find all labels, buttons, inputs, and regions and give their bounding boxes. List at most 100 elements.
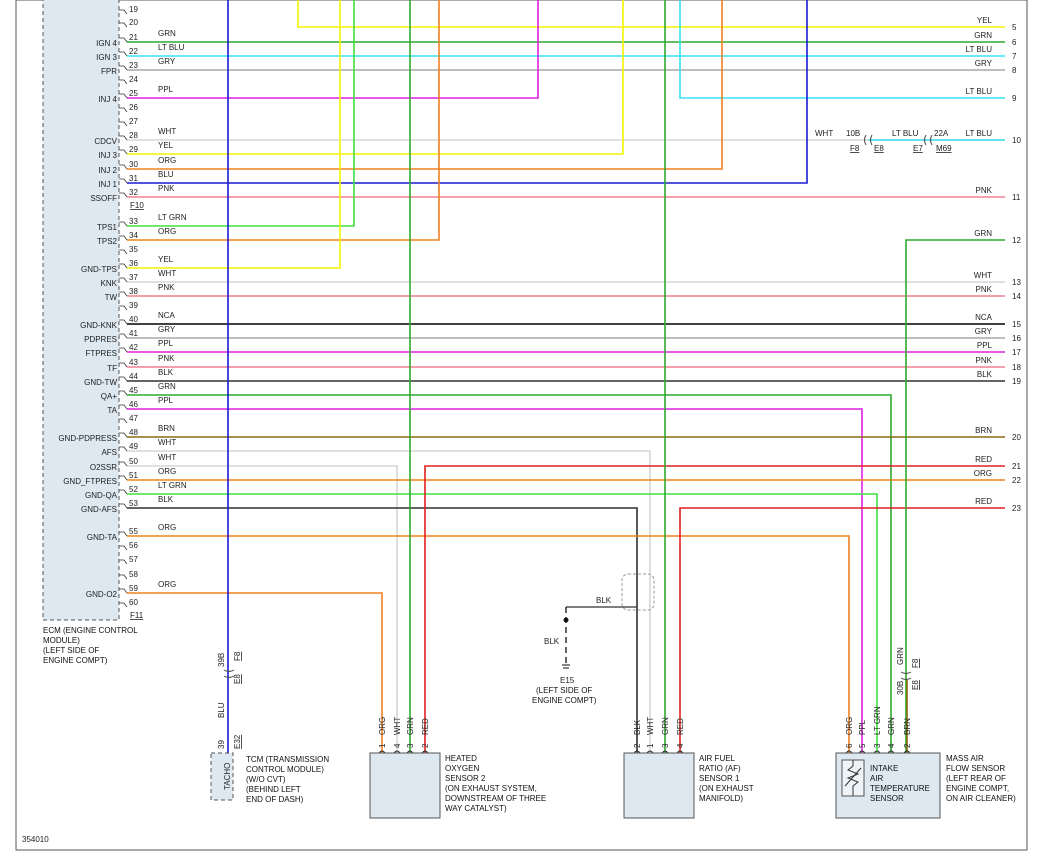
maf-label: MASS AIR FLOW SENSOR (LEFT REAR OF ENGIN…: [946, 754, 1016, 803]
ecm-wire-color: NCA: [158, 311, 176, 320]
ecm-wire-color: BLK: [158, 368, 174, 377]
ecm-pin-number: 52: [129, 485, 138, 494]
wire-row9-ltblu: [679, 0, 1005, 99]
ecm-wire-color: ORG: [158, 523, 176, 532]
right-ref-number: 19: [1012, 377, 1021, 386]
ecm-pin-name: GND-PDPRESS: [58, 434, 117, 443]
ecm-pin-number: 49: [129, 442, 138, 451]
ecm-pin-24: 24: [119, 75, 138, 85]
right-ref-number: 14: [1012, 292, 1021, 301]
ecm-pin-name: GND-TW: [84, 378, 117, 387]
pin-wire-color: GRN: [661, 717, 670, 735]
right-ref-number: 8: [1012, 66, 1017, 75]
ecm-pin-name: QA+: [101, 392, 118, 401]
ecm-pin-name: AFS: [101, 448, 117, 457]
hos2-label: HEATED OXYGEN SENSOR 2 (ON EXHAUST SYSTE…: [445, 754, 548, 813]
ecm-wire-color: WHT: [158, 127, 176, 136]
right-wire-color: GRY: [975, 327, 993, 336]
wire-ta: [127, 408, 863, 753]
pin-number: 4: [676, 743, 685, 748]
ecm-wire-color: PPL: [158, 85, 174, 94]
ecm-pin-number: 20: [129, 18, 138, 27]
ecm-pin-56: 56: [119, 541, 138, 551]
ecm-wire-color: ORG: [158, 227, 176, 236]
ecm-pin-name: INJ 1: [98, 180, 117, 189]
ecm-pin-60: 60: [119, 598, 138, 608]
right-label-22: ORG 22: [974, 469, 1022, 485]
wire-gnd-tps: [127, 0, 341, 269]
ecm-wire-color: GRY: [158, 57, 176, 66]
pin-wire-color: ORG: [378, 717, 387, 735]
ecm-pin-number: 48: [129, 428, 138, 437]
pin-wire-color: WHT: [393, 717, 402, 735]
svg-text:10B: 10B: [846, 129, 860, 138]
ecm-pin-name: KNK: [101, 279, 118, 288]
wire-o2ssr: [127, 465, 398, 753]
ecm-pin-number: 57: [129, 555, 138, 564]
ecm-wire-color: GRY: [158, 325, 176, 334]
ecm-wire-color: PNK: [158, 354, 175, 363]
ecm-pin-number: 53: [129, 499, 138, 508]
ecm-pin-number: 50: [129, 457, 138, 466]
pin-wire-color: WHT: [646, 717, 655, 735]
ecm-pin-name: FPR: [101, 67, 117, 76]
ecm-pin-name: GND-KNK: [80, 321, 118, 330]
ground-blk-side: BLK: [544, 637, 560, 646]
ecm-pin-number: 36: [129, 259, 138, 268]
right-ref-number: 13: [1012, 278, 1021, 287]
ecm-pin-name: PDPRES: [84, 335, 117, 344]
ecm-wire-color: LT GRN: [158, 213, 187, 222]
right-ref-number: 12: [1012, 236, 1021, 245]
ecm-wire-color: YEL: [158, 255, 174, 264]
right-ref-number: 21: [1012, 462, 1021, 471]
maf-e8: E8: [911, 680, 920, 690]
pin-wire-color: RED: [421, 718, 430, 735]
right-ref-number: 9: [1012, 94, 1017, 103]
right-ref-number: 22: [1012, 476, 1021, 485]
maf-iat-label: INTAKE AIR TEMPERATURE SENSOR: [870, 764, 932, 803]
tcm-wire-blu: BLU: [217, 702, 226, 718]
pin-number: 2: [903, 743, 912, 748]
ecm-pin-number: 35: [129, 245, 138, 254]
wire-tps2: [127, 0, 440, 241]
ecm-pin-name: GND_FTPRES: [63, 477, 117, 486]
ecm-pin-name: GND-TA: [87, 533, 118, 542]
right-wire-color: PNK: [976, 285, 993, 294]
right-ref-number: 18: [1012, 363, 1021, 372]
maf-f8: F8: [911, 658, 920, 668]
ecm-wire-color: LT GRN: [158, 481, 187, 490]
right-wire-color: YEL: [977, 16, 993, 25]
right-wire-color: ORG: [974, 469, 992, 478]
ecm-wire-color: GRN: [158, 29, 176, 38]
ecm-pin-number: 45: [129, 386, 138, 395]
ground-e15: BLK BLK E15 (LEFT SIDE OF ENGINE COMPT): [532, 573, 655, 705]
right-wire-color: PNK: [976, 186, 993, 195]
ecm-pin-name: IGN 4: [96, 39, 117, 48]
right-ref-number: 10: [1012, 136, 1021, 145]
ecm-wire-color: PPL: [158, 396, 174, 405]
ecm-pin-name: TPS2: [97, 237, 118, 246]
ecm-pin-number: 59: [129, 584, 138, 593]
